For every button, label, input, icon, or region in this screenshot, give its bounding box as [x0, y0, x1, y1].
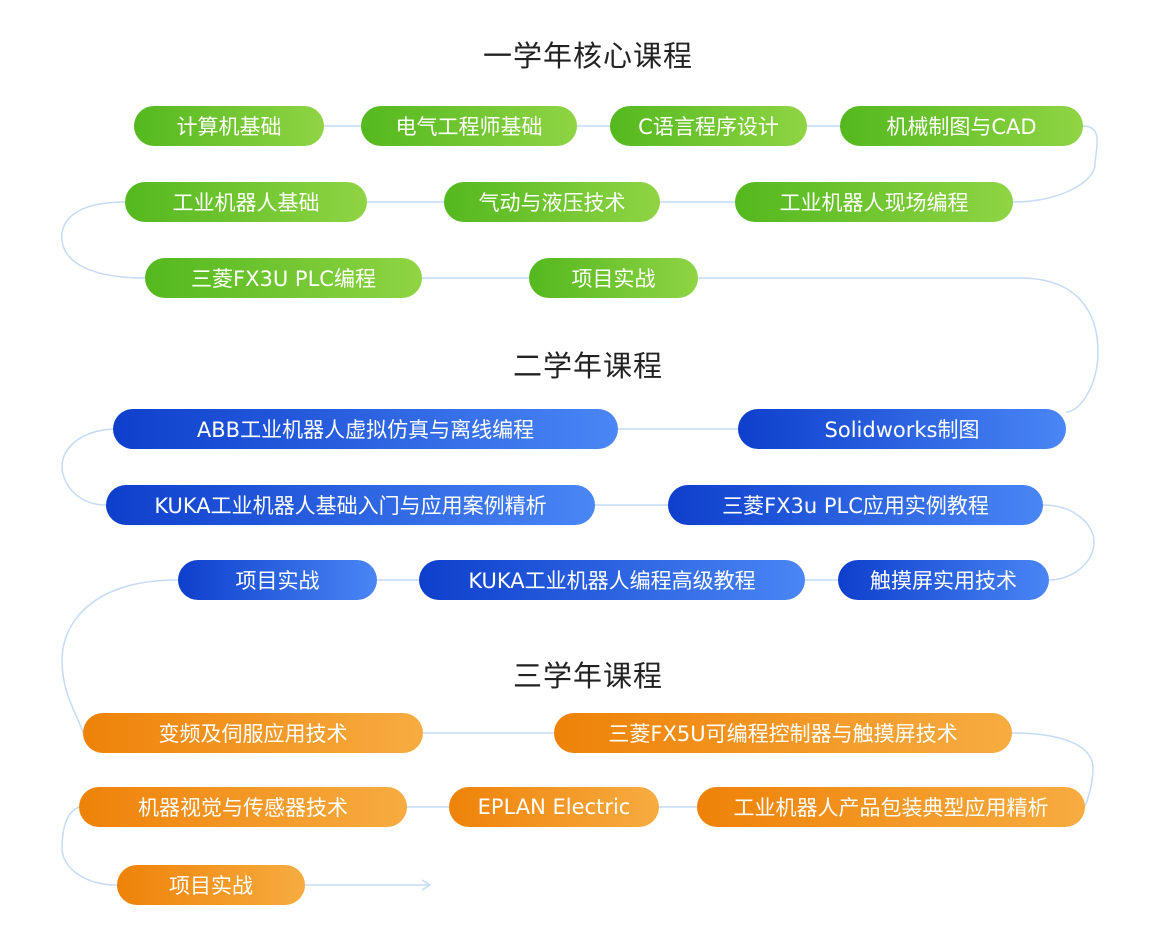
course-abb-simulation-offline[interactable]: ABB工业机器人虚拟仿真与离线编程: [113, 409, 618, 449]
course-c-programming[interactable]: C语言程序设计: [610, 106, 807, 146]
course-robot-field-programming[interactable]: 工业机器人现场编程: [735, 182, 1013, 222]
course-solidworks[interactable]: Solidworks制图: [738, 409, 1066, 449]
year3-title: 三学年课程: [512, 659, 663, 693]
course-touchscreen[interactable]: 触摸屏实用技术: [838, 560, 1049, 600]
course-mechanical-drawing-cad[interactable]: 机械制图与CAD: [840, 106, 1083, 146]
year2-title: 二学年课程: [512, 349, 663, 383]
course-kuka-basics-cases[interactable]: KUKA工业机器人基础入门与应用案例精析: [106, 485, 595, 525]
course-robot-packaging-apps[interactable]: 工业机器人产品包装典型应用精析: [697, 787, 1085, 827]
course-pneumatic-hydraulic[interactable]: 气动与液压技术: [444, 182, 660, 222]
course-fx5u-plc-touchscreen[interactable]: 三菱FX5U可编程控制器与触摸屏技术: [554, 713, 1012, 753]
year1-title: 一学年核心课程: [482, 39, 693, 73]
course-machine-vision-sensors[interactable]: 机器视觉与传感器技术: [79, 787, 407, 827]
course-project-practice-3[interactable]: 项目实战: [117, 865, 305, 905]
course-computer-basics[interactable]: 计算机基础: [134, 106, 324, 146]
course-kuka-advanced[interactable]: KUKA工业机器人编程高级教程: [419, 560, 805, 600]
course-vfd-servo[interactable]: 变频及伺服应用技术: [83, 713, 423, 753]
course-fx3u-plc-programming[interactable]: 三菱FX3U PLC编程: [145, 258, 422, 298]
course-project-practice-1[interactable]: 项目实战: [529, 258, 698, 298]
course-industrial-robot-basics[interactable]: 工业机器人基础: [125, 182, 367, 222]
course-fx3u-plc-examples[interactable]: 三菱FX3u PLC应用实例教程: [668, 485, 1043, 525]
course-electrical-engineer-basics[interactable]: 电气工程师基础: [361, 106, 577, 146]
course-project-practice-2[interactable]: 项目实战: [178, 560, 377, 600]
course-eplan-electric[interactable]: EPLAN Electric: [449, 787, 659, 827]
